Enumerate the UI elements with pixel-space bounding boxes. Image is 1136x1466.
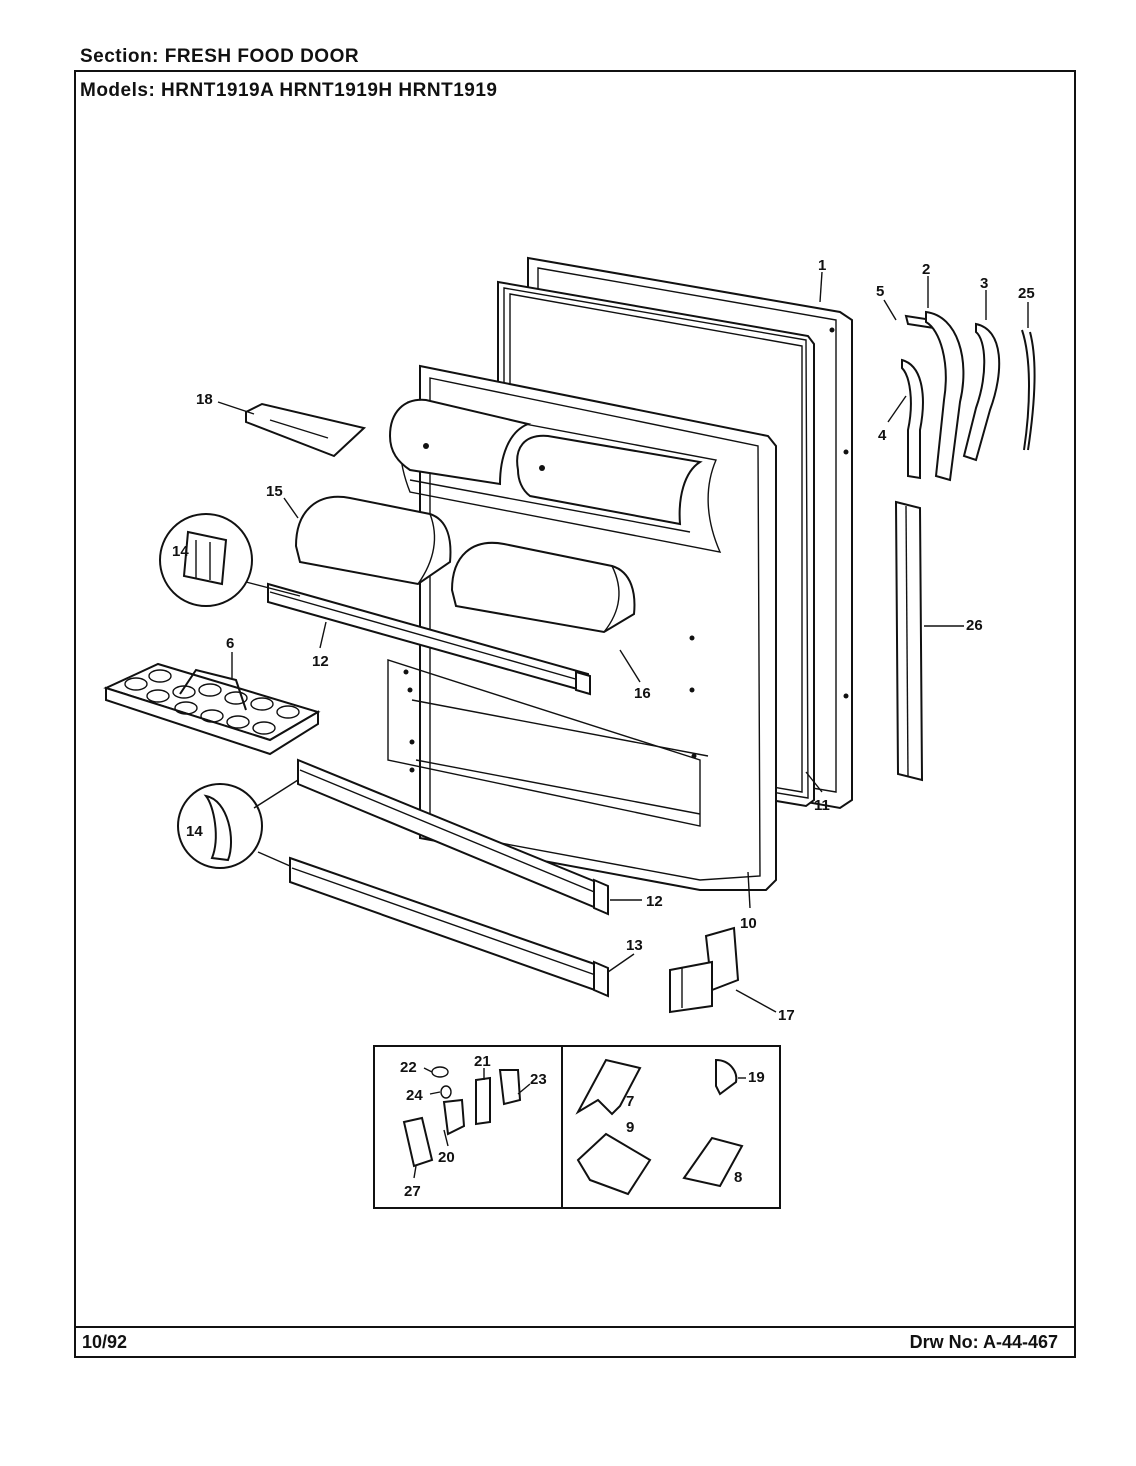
callout-14-lower: 14 [186,823,203,840]
hinge-bracket-set [901,310,1036,482]
drawing-number: Drw No: A-44-467 [909,1332,1058,1352]
callout-23: 23 [530,1071,547,1088]
callout-20: 20 [438,1149,455,1166]
dairy-door-cover-right [450,541,636,634]
callout-10: 10 [740,915,757,932]
dairy-door-cover [294,495,452,586]
callout-3: 3 [980,275,988,292]
callout-21: 21 [474,1053,491,1070]
callout-4: 4 [878,427,887,444]
callout-17: 17 [778,1007,795,1024]
models-line: Models: HRNT1919A HRNT1919H HRNT1919 [80,80,498,101]
callout-18: 18 [196,391,213,408]
egg-tray [103,662,321,756]
callout-25: 25 [1018,285,1035,302]
callout-19: 19 [748,1069,765,1086]
callout-26: 26 [966,617,983,634]
callout-14-upper: 14 [172,543,189,560]
callout-11: 11 [814,797,830,814]
shelf-retainer-bar-lower [297,758,609,916]
callout-27: 27 [404,1183,421,1200]
callout-12-upper: 12 [312,653,329,670]
callout-22: 22 [400,1059,417,1076]
callout-12-lower: 12 [646,893,663,910]
hardware-inset-box [373,1045,781,1209]
callout-labels: 1 2 3 25 5 4 18 15 14 12 16 6 26 11 14 1… [172,257,1035,1200]
door-bar [289,856,609,998]
callout-13: 13 [626,937,643,954]
callout-leaders [217,271,1029,1179]
callout-1: 1 [818,257,826,274]
door-side-trim [894,500,924,782]
butter-dish [245,402,367,458]
shelf-end-cap-detail-lower [177,779,299,869]
door-stop [669,926,740,1014]
callout-15: 15 [266,483,283,500]
section-title: Section: FRESH FOOD DOOR [80,46,360,67]
callout-8: 8 [734,1169,742,1186]
callout-9: 9 [626,1119,634,1136]
callout-7: 7 [626,1093,634,1110]
diagram-frame [74,70,1076,1358]
revision-date: 10/92 [82,1332,128,1352]
footer-divider [74,1326,1076,1328]
callout-16: 16 [634,685,651,702]
callout-5: 5 [876,283,884,300]
callout-24: 24 [406,1087,423,1104]
shelf-end-cap-detail-upper [159,513,301,607]
shelf-retainer-bar-upper [267,582,591,696]
callout-2: 2 [922,261,930,278]
callout-6: 6 [226,635,234,652]
